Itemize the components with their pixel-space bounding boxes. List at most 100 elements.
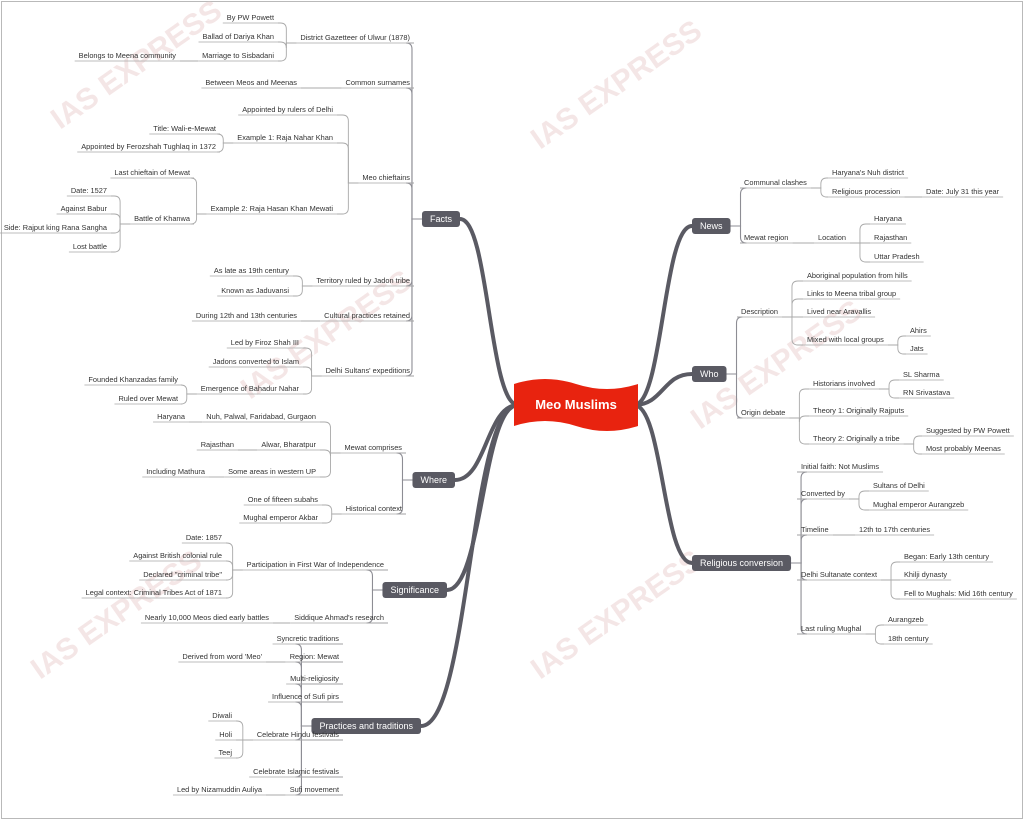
topic-alwar-bharatpur[interactable]: Alwar, Bharatpur [257, 440, 320, 451]
topic-delhi-sultans-expeditions[interactable]: Delhi Sultans' expeditions [321, 366, 414, 377]
topic-historians-involved[interactable]: Historians involved [809, 379, 880, 390]
topic-appointed-by-ferozshah-tughlaq-in-1372[interactable]: Appointed by Ferozshah Tughlaq in 1372 [77, 142, 220, 153]
topic-jats[interactable]: Jats [906, 344, 928, 355]
topic-theory-1-originally-rajputs[interactable]: Theory 1: Originally Rajputs [809, 406, 909, 417]
topic-common-surnames[interactable]: Common surnames [341, 78, 414, 89]
central-topic[interactable]: Meo Muslims [514, 379, 638, 431]
branch-religious-conversion[interactable]: Religious conversion [692, 555, 792, 571]
topic-jadons-converted-to-islam[interactable]: Jadons converted to Islam [208, 357, 303, 368]
topic-links-to-meena-tribal-group[interactable]: Links to Meena tribal group [803, 289, 901, 300]
topic-declared-criminal-tribe[interactable]: Declared "criminal tribe" [139, 570, 226, 581]
topic-between-meos-and-meenas[interactable]: Between Meos and Meenas [201, 78, 301, 89]
topic-uttar-pradesh[interactable]: Uttar Pradesh [870, 252, 924, 263]
topic-began-early-13th-century[interactable]: Began: Early 13th century [900, 552, 994, 563]
topic-nearly-10-000-meos-died-early-battles[interactable]: Nearly 10,000 Meos died early battles [140, 613, 273, 624]
topic-timeline[interactable]: Timeline [797, 525, 833, 536]
topic-meo-chieftains[interactable]: Meo chieftains [358, 173, 414, 184]
topic-sufi-movement[interactable]: Sufi movement [285, 785, 343, 796]
topic-origin-debate[interactable]: Origin debate [737, 408, 790, 419]
topic-date-1857[interactable]: Date: 1857 [181, 533, 226, 544]
topic-teej[interactable]: Teej [214, 748, 236, 759]
topic-diwali[interactable]: Diwali [208, 711, 236, 722]
topic-holi[interactable]: Holi [215, 730, 236, 741]
topic-district-gazetteer-of-ulwur-1878[interactable]: District Gazetteer of Ulwur (1878) [296, 33, 414, 44]
topic-rajasthan[interactable]: Rajasthan [870, 233, 912, 244]
topic-appointed-by-rulers-of-delhi[interactable]: Appointed by rulers of Delhi [238, 105, 337, 116]
topic-suggested-by-pw-powett[interactable]: Suggested by PW Powett [922, 426, 1014, 437]
topic-derived-from-word-meo[interactable]: Derived from word 'Meo' [178, 652, 266, 663]
topic-marriage-to-sisbadani[interactable]: Marriage to Sisbadani [198, 51, 278, 62]
topic-religious-procession[interactable]: Religious procession [828, 187, 905, 198]
topic-legal-context-criminal-tribes-act-of-187[interactable]: Legal context: Criminal Tribes Act of 18… [81, 588, 226, 599]
topic-celebrate-hindu-festivals[interactable]: Celebrate Hindu festivals [252, 730, 343, 741]
branch-where[interactable]: Where [412, 472, 455, 488]
topic-aboriginal-population-from-hills[interactable]: Aboriginal population from hills [803, 271, 912, 282]
topic-territory-ruled-by-jadon-tribe[interactable]: Territory ruled by Jadon tribe [312, 276, 414, 287]
topic-lived-near-aravallis[interactable]: Lived near Aravallis [803, 307, 876, 318]
topic-communal-clashes[interactable]: Communal clashes [740, 178, 811, 189]
topic-ruled-over-mewat[interactable]: Ruled over Mewat [114, 394, 182, 405]
topic-mughal-emperor-aurangzeb[interactable]: Mughal emperor Aurangzeb [869, 500, 969, 511]
topic-12th-to-17th-centuries[interactable]: 12th to 17th centuries [855, 525, 935, 536]
topic-title-wali-e-mewat[interactable]: Title: Wali-e-Mewat [149, 124, 220, 135]
topic-known-as-jaduvansi[interactable]: Known as Jaduvansi [217, 286, 293, 297]
topic-participation-in-first-war-of-independen[interactable]: Participation in First War of Independen… [242, 560, 388, 571]
topic-by-pw-powett[interactable]: By PW Powett [222, 13, 278, 24]
topic-battle-of-khanwa[interactable]: Battle of Khanwa [130, 214, 194, 225]
topic-example-2-raja-hasan-khan-mewati[interactable]: Example 2: Raja Hasan Khan Mewati [206, 204, 337, 215]
topic-sultans-of-delhi[interactable]: Sultans of Delhi [869, 481, 929, 492]
topic-most-probably-meenas[interactable]: Most probably Meenas [922, 444, 1005, 455]
topic-multi-religiosity[interactable]: Multi-religiosity [286, 674, 343, 685]
topic-during-12th-and-13th-centuries[interactable]: During 12th and 13th centuries [191, 311, 301, 322]
topic-rn-srivastava[interactable]: RN Srivastava [899, 388, 955, 399]
topic-last-ruling-mughal[interactable]: Last ruling Mughal [797, 624, 866, 635]
topic-siddique-ahmad-s-research[interactable]: Siddique Ahmad's research [290, 613, 388, 624]
topic-example-1-raja-nahar-khan[interactable]: Example 1: Raja Nahar Khan [233, 133, 337, 144]
topic-rajasthan[interactable]: Rajasthan [196, 440, 238, 451]
topic-founded-khanzadas-family[interactable]: Founded Khanzadas family [84, 375, 182, 386]
topic-date-1527[interactable]: Date: 1527 [66, 186, 111, 197]
topic-against-british-colonial-rule[interactable]: Against British colonial rule [129, 551, 226, 562]
topic-haryana-s-nuh-district[interactable]: Haryana's Nuh district [828, 168, 909, 179]
topic-emergence-of-bahadur-nahar[interactable]: Emergence of Bahadur Nahar [196, 384, 303, 395]
topic-location[interactable]: Location [814, 233, 850, 244]
topic-led-by-nizamuddin-auliya[interactable]: Led by Nizamuddin Auliya [172, 785, 266, 796]
topic-initial-faith-not-muslims[interactable]: Initial faith: Not Muslims [797, 462, 884, 473]
topic-ballad-of-dariya-khan[interactable]: Ballad of Dariya Khan [198, 32, 279, 43]
branch-practices-and-traditions[interactable]: Practices and traditions [311, 718, 421, 734]
topic-nuh-palwal-faridabad-gurgaon[interactable]: Nuh, Palwal, Faridabad, Gurgaon [202, 412, 320, 423]
branch-news[interactable]: News [692, 218, 731, 234]
topic-region-mewat[interactable]: Region: Mewat [285, 652, 343, 663]
topic-ahirs[interactable]: Ahirs [906, 326, 931, 337]
branch-who[interactable]: Who [692, 366, 727, 382]
topic-one-of-fifteen-subahs[interactable]: One of fifteen subahs [243, 495, 322, 506]
topic-celebrate-islamic-festivals[interactable]: Celebrate Islamic festivals [249, 767, 343, 778]
topic-18th-century[interactable]: 18th century [884, 634, 933, 645]
topic-lost-battle[interactable]: Lost battle [68, 242, 111, 253]
topic-sl-sharma[interactable]: SL Sharma [899, 370, 944, 381]
topic-mewat-comprises[interactable]: Mewat comprises [340, 443, 407, 454]
branch-facts[interactable]: Facts [421, 211, 460, 227]
topic-khilji-dynasty[interactable]: Khilji dynasty [900, 570, 952, 581]
topic-mixed-with-local-groups[interactable]: Mixed with local groups [803, 335, 888, 346]
topic-last-chieftain-of-mewat[interactable]: Last chieftain of Mewat [110, 168, 194, 179]
topic-historical-context[interactable]: Historical context [341, 504, 406, 515]
topic-against-babur[interactable]: Against Babur [56, 204, 111, 215]
topic-belongs-to-meena-community[interactable]: Belongs to Meena community [74, 51, 180, 62]
topic-theory-2-originally-a-tribe[interactable]: Theory 2: Originally a tribe [809, 434, 904, 445]
topic-date-july-31-this-year[interactable]: Date: July 31 this year [922, 187, 1004, 198]
topic-syncretic-traditions[interactable]: Syncretic traditions [272, 634, 343, 645]
topic-converted-by[interactable]: Converted by [797, 489, 849, 500]
topic-description[interactable]: Description [737, 307, 782, 318]
topic-including-mathura[interactable]: Including Mathura [142, 467, 209, 478]
topic-fell-to-mughals-mid-16th-century[interactable]: Fell to Mughals: Mid 16th century [900, 589, 1017, 600]
topic-cultural-practices-retained[interactable]: Cultural practices retained [320, 311, 414, 322]
topic-as-late-as-19th-century[interactable]: As late as 19th century [209, 266, 293, 277]
topic-mughal-emperor-akbar[interactable]: Mughal emperor Akbar [239, 513, 322, 524]
topic-mewat-region[interactable]: Mewat region [740, 233, 793, 244]
topic-side-rajput-king-rana-sangha[interactable]: Side: Rajput king Rana Sangha [0, 223, 111, 234]
topic-haryana[interactable]: Haryana [153, 412, 189, 423]
branch-significance[interactable]: Significance [382, 582, 447, 598]
topic-influence-of-sufi-pirs[interactable]: Influence of Sufi pirs [268, 692, 343, 703]
topic-some-areas-in-western-up[interactable]: Some areas in western UP [224, 467, 320, 478]
